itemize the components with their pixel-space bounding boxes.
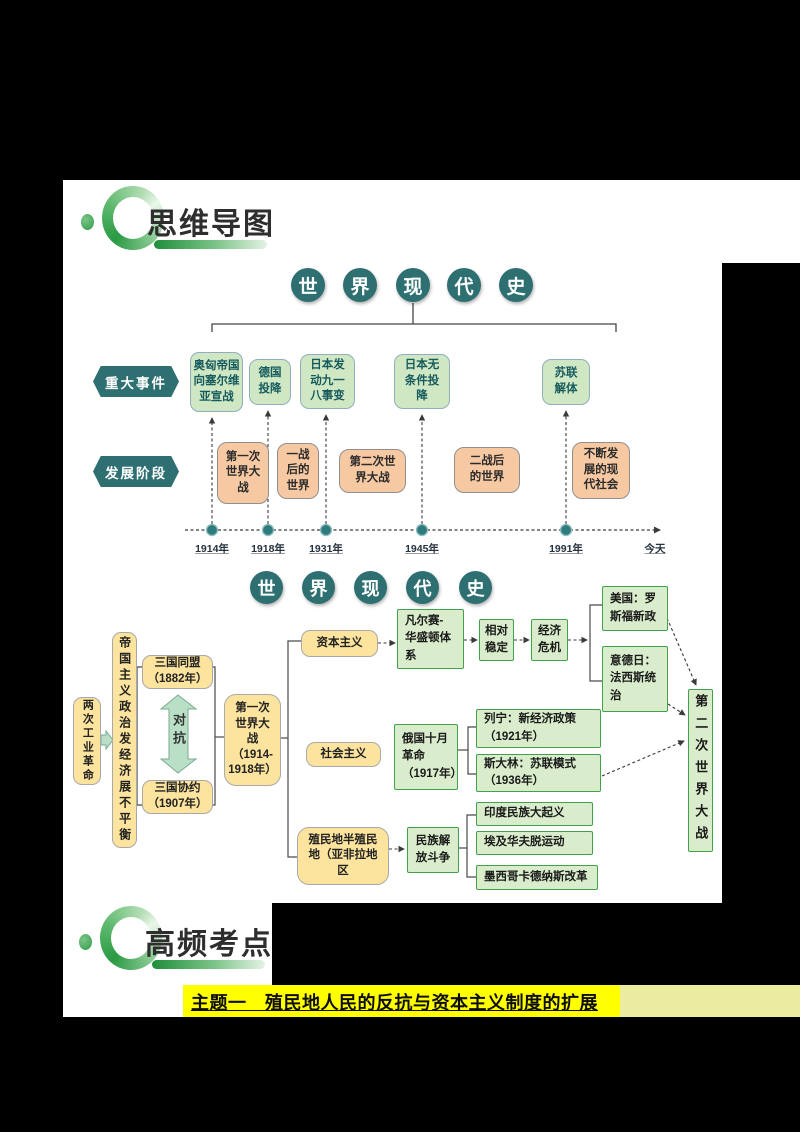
stage-box-1: 第一次 世界大 战	[217, 442, 269, 504]
title2-char-1: 世	[250, 571, 283, 604]
logo-ring-icon	[102, 186, 164, 250]
title1-char-2: 界	[343, 268, 377, 302]
logo-dot-icon	[81, 214, 94, 230]
event-box-3: 日本发 动九一 八事变	[300, 354, 355, 409]
node-socialism: 社会主义	[306, 742, 381, 767]
year-1914: 1914年	[195, 543, 229, 555]
redacted-black-area	[272, 903, 800, 985]
node-economic-crisis: 经济 危机	[531, 619, 568, 661]
node-confrontation-label: 对抗	[171, 713, 186, 749]
node-triple-alliance: 三国同盟 （1882年）	[142, 655, 213, 689]
stage-box-3: 第二次世 界大战	[339, 449, 406, 493]
node-usa-new-deal: 美国：罗 斯福新政	[602, 586, 668, 631]
event-box-1: 奥匈帝国 向塞尔维 亚宣战	[190, 352, 243, 412]
node-mexico-cardenas: 墨西哥卡德纳斯改革	[476, 865, 598, 890]
title2-char-3: 现	[354, 571, 387, 604]
node-imperialism-imbalance: 帝国主义政治发经济展不平衡	[112, 632, 137, 848]
node-versailles-system: 凡尔赛- 华盛顿体 系	[397, 609, 464, 669]
title2-char-4: 代	[406, 571, 439, 604]
node-ww2: 第二次世界大战	[688, 689, 713, 852]
title1-char-5: 史	[499, 268, 533, 302]
node-october-revolution: 俄国十月 革命 （1917年）	[394, 724, 462, 790]
logo-ring-icon	[100, 906, 162, 970]
title1-char-3: 现	[396, 268, 430, 302]
node-capitalism: 资本主义	[301, 630, 378, 657]
right-margin-black	[722, 263, 800, 985]
theme-title-band: 主题一 殖民地人民的反抗与资本主义制度的扩展	[63, 985, 800, 1017]
title1-char-1: 世	[291, 268, 325, 302]
node-relative-stability: 相对 稳定	[479, 619, 514, 661]
node-lenin-nep: 列宁：新经济政策 （1921年）	[476, 709, 601, 748]
node-colonies: 殖民地半殖民 地（亚非拉地 区	[297, 827, 389, 885]
node-industrial-revolutions: 两次工业革命	[73, 697, 101, 785]
year-today: 今天	[644, 543, 666, 555]
section-header-mindmap: 思维导图	[147, 208, 275, 241]
title2-char-2: 界	[302, 571, 335, 604]
title2-char-5: 史	[459, 571, 492, 604]
highlight-pale	[608, 985, 800, 1017]
theme-title: 主题一 殖民地人民的反抗与资本主义制度的扩展	[191, 993, 598, 1013]
year-1918: 1918年	[251, 543, 285, 555]
row-label-dev-stages: 发展阶段	[93, 456, 179, 487]
stage-box-5: 不断发 展的现 代社会	[572, 442, 630, 499]
node-fascist-rule: 意德日： 法西斯统 治	[602, 646, 668, 712]
logo-underline	[154, 240, 267, 249]
year-1931: 1931年	[309, 543, 343, 555]
node-egypt-wafd: 埃及华夫脱运动	[476, 831, 593, 855]
highlight-bright	[183, 985, 620, 1017]
node-india-uprising: 印度民族大起义	[476, 802, 593, 826]
stage-box-4: 二战后 的世界	[454, 447, 520, 493]
year-1991: 1991年	[549, 543, 583, 555]
event-box-5: 苏联 解体	[542, 359, 590, 405]
node-stalin-model: 斯大林：苏联模式 （1936年）	[476, 754, 601, 792]
node-national-liberation: 民族解 放斗争	[407, 827, 459, 873]
stage-box-2: 一战 后的 世界	[277, 443, 319, 499]
year-1945: 1945年	[405, 543, 439, 555]
section-header-hotspots: 高频考点	[145, 928, 273, 961]
row-label-major-events: 重大事件	[93, 366, 179, 397]
event-box-4: 日本无 条件投 降	[394, 354, 450, 409]
logo-underline	[152, 960, 265, 969]
node-ww1: 第一次 世界大 战 （1914- 1918年）	[224, 694, 281, 786]
node-triple-entente: 三国协约 （1907年）	[142, 780, 213, 814]
title1-char-4: 代	[447, 268, 481, 302]
logo-dot-icon	[79, 934, 92, 950]
event-box-2: 德国 投降	[249, 359, 291, 405]
